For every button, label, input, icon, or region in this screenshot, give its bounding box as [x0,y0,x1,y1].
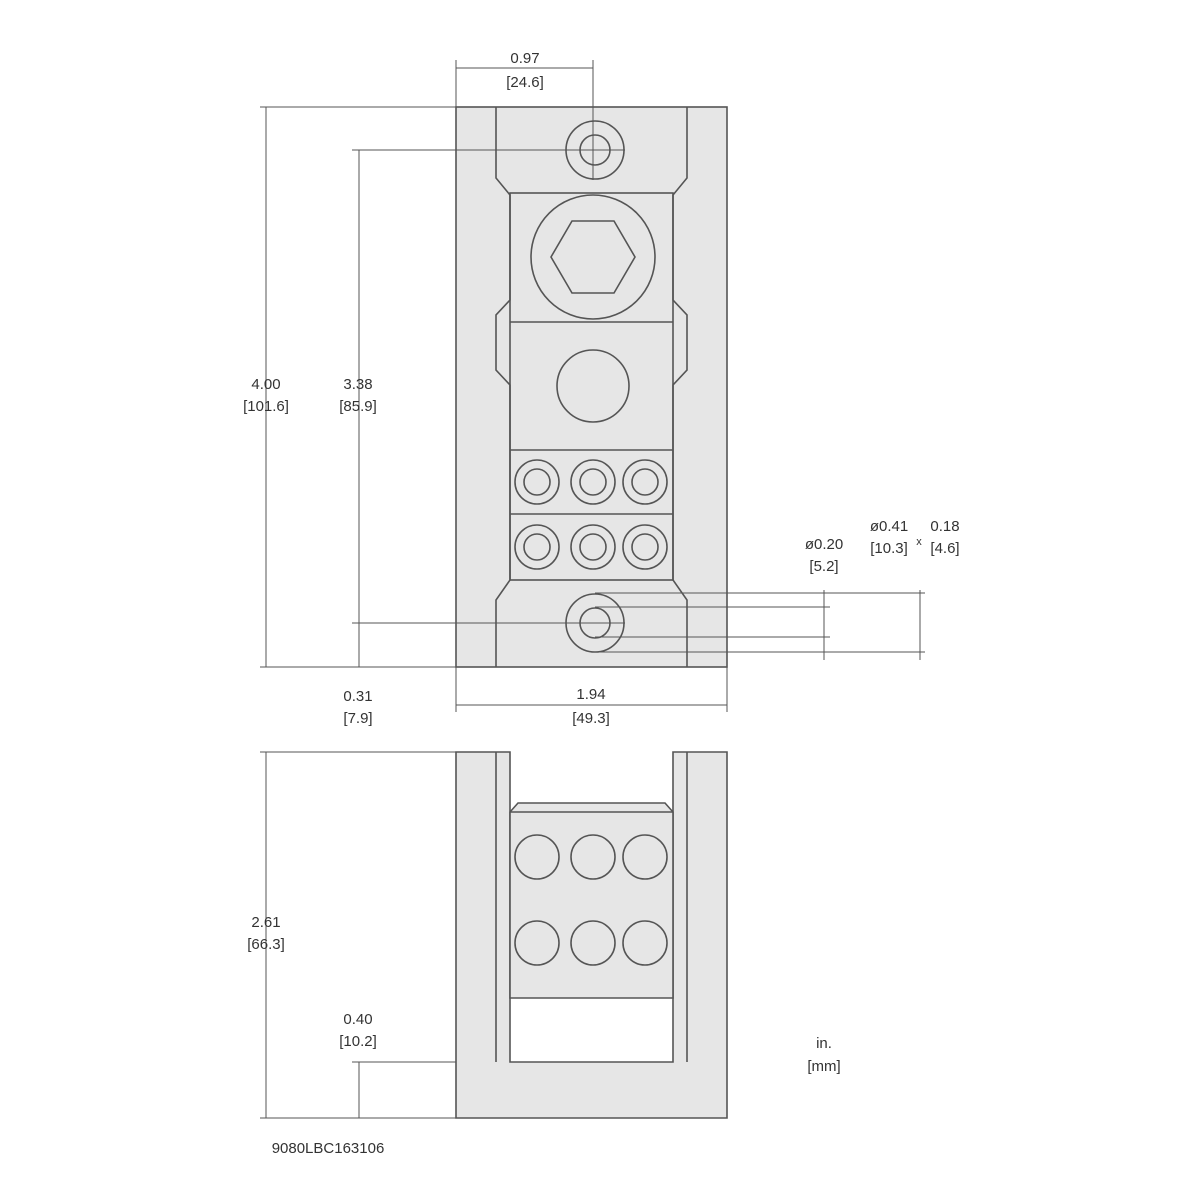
side-view [455,751,728,1119]
dim-height-in: 4.00 [251,376,280,393]
dim-height-mm: [101.6] [243,398,289,415]
dim-hole-spacing-mm: [85.9] [339,398,377,415]
dim-hole-offset-in: 0.31 [343,688,372,705]
dim-hole-dia-in: ø0.20 [805,536,843,553]
hex-socket-icon [550,220,636,294]
wire-hole [556,349,630,423]
top-view [455,106,728,668]
main-screw [530,194,656,320]
dim-hole-spacing-in: 3.38 [343,376,372,393]
dim-times: x [916,536,922,548]
units-mm: [mm] [807,1058,840,1075]
units-in: in. [816,1035,832,1052]
dim-base-in: 0.40 [343,1011,372,1028]
dim-top-width-in: 0.97 [510,50,539,67]
dim-top-width-mm: [24.6] [506,74,544,91]
dim-hole-offset-mm: [7.9] [343,710,372,727]
dim-counterbore-dia-mm: [10.3] [870,540,908,557]
dim-side-height-in: 2.61 [251,914,280,931]
dim-counterbore-dia-in: ø0.41 [870,518,908,535]
dim-width-in: 1.94 [576,686,605,703]
dim-hole-dia-mm: [5.2] [809,558,838,575]
small-screws [514,459,668,570]
dim-width-mm: [49.3] [572,710,610,727]
dim-counterbore-depth-in: 0.18 [930,518,959,535]
dim-base-mm: [10.2] [339,1033,377,1050]
dim-counterbore-depth-mm: [4.6] [930,540,959,557]
part-number: 9080LBC163106 [272,1140,385,1157]
dim-side-height-mm: [66.3] [247,936,285,953]
